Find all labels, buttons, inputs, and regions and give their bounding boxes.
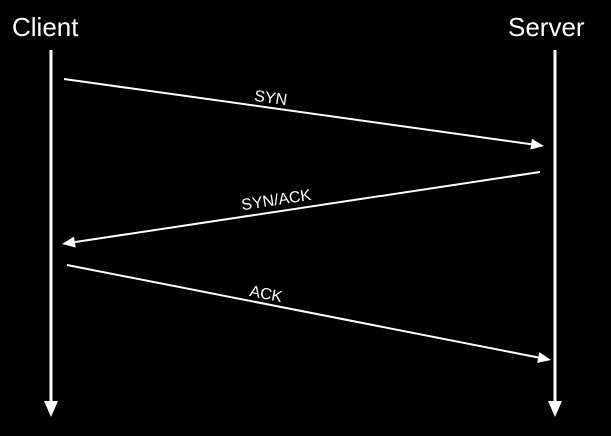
messages: SYN SYN/ACK ACK — [62, 78, 551, 363]
message-ack-line — [66, 264, 541, 359]
lifeline-client — [44, 50, 58, 417]
message-syn-ack-line — [72, 171, 541, 244]
message-syn-line — [63, 78, 534, 146]
message-syn-ack-arrowhead — [62, 236, 76, 248]
participant-label-client: Client — [12, 12, 79, 42]
participant-label-server: Server — [508, 12, 585, 42]
lifeline-server-arrowhead — [548, 401, 562, 417]
message-syn-arrowhead — [530, 138, 544, 150]
message-syn-ack: SYN/ACK — [62, 171, 541, 248]
message-ack-label: ACK — [248, 283, 284, 306]
message-syn-ack-label: SYN/ACK — [240, 187, 312, 214]
lifelines — [44, 50, 562, 417]
lifeline-server — [548, 50, 562, 417]
lifeline-client-arrowhead — [44, 401, 58, 417]
message-syn-label: SYN — [253, 88, 288, 109]
message-syn: SYN — [63, 78, 544, 150]
message-ack: ACK — [66, 264, 551, 363]
message-ack-arrowhead — [537, 352, 551, 363]
